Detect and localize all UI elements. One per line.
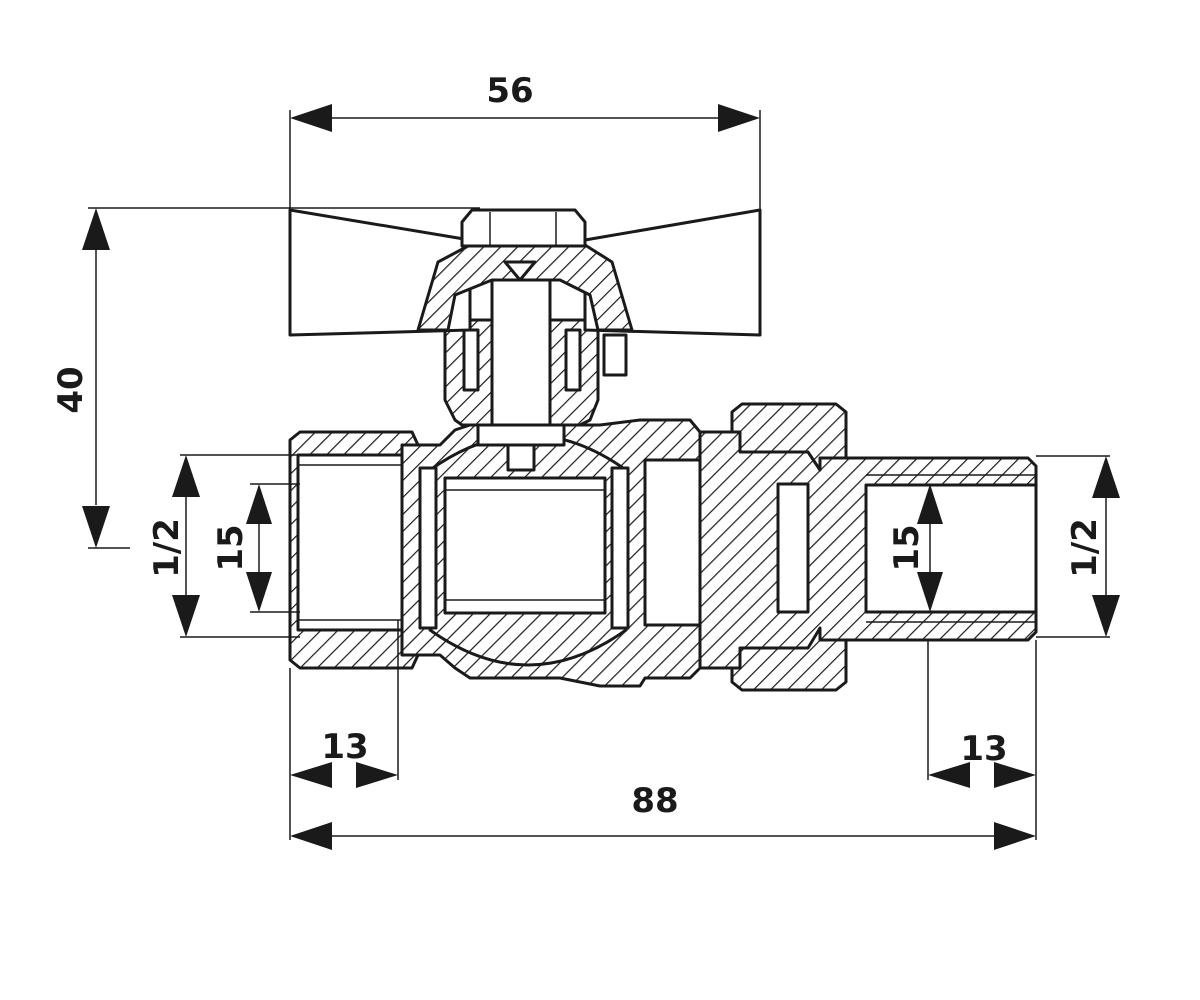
dim-overall-height: 40 [51, 366, 91, 413]
handle-right-wing [583, 208, 762, 337]
arrow-left-bore-bottom [246, 572, 272, 612]
arrow-left-len-right [356, 762, 398, 788]
left-bore [296, 453, 404, 632]
arrow-56-left [290, 104, 332, 132]
arrow-right-half-top [1092, 456, 1120, 498]
arrow-56-right [718, 104, 760, 132]
dim-right-bore: 15 [887, 524, 927, 571]
arrow-88-left [290, 822, 332, 850]
union-fitting [698, 402, 1038, 692]
arrow-right-half-bottom [1092, 595, 1120, 637]
right-bore [864, 483, 1038, 614]
arrow-left-bore-top [246, 484, 272, 524]
dim-left-bore: 15 [211, 524, 251, 571]
dim-right-thread-size: 1/2 [1065, 518, 1105, 578]
dim-left-thread-length: 13 [321, 727, 368, 767]
stem [490, 260, 552, 432]
arrow-left-half-bottom [172, 595, 200, 637]
arrow-right-len-right [994, 762, 1036, 788]
handle-nut [460, 208, 587, 248]
arrow-88-right [994, 822, 1036, 850]
arrow-right-bore-bottom [917, 572, 943, 612]
butterfly-handle [288, 208, 762, 337]
arrow-right-len-left [928, 762, 970, 788]
arrow-left-half-top [172, 455, 200, 497]
arrow-40-bottom [82, 506, 110, 548]
ball-bore [443, 476, 607, 615]
dimension-lines: 56 40 1/2 15 15 1/2 [51, 71, 1120, 850]
arrow-right-bore-top [917, 484, 943, 524]
left-seat [418, 466, 438, 630]
dim-right-thread-length: 13 [960, 729, 1007, 769]
stem-collar [476, 423, 566, 447]
dim-overall-length: 88 [631, 781, 678, 821]
arrow-left-len-left [290, 762, 332, 788]
dim-left-thread-size: 1/2 [147, 518, 187, 578]
arrow-40-top [82, 208, 110, 250]
right-seat [610, 466, 630, 630]
dim-handle-width: 56 [486, 71, 533, 111]
